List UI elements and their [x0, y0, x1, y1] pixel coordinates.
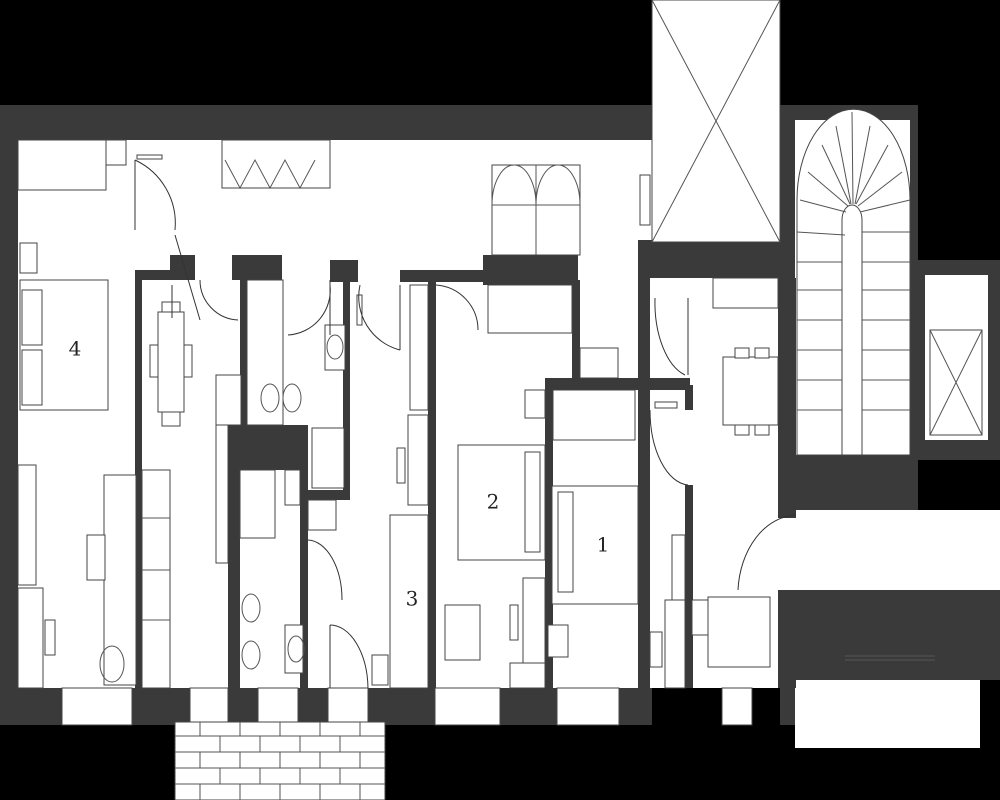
- bathroom-fixtures: [239, 279, 346, 674]
- corridor-furniture: [141, 139, 331, 689]
- room-4-furniture: [17, 139, 137, 689]
- elevator-shaft-right: [929, 329, 983, 436]
- interior-walls: [135, 255, 796, 688]
- entrance-steps: [174, 721, 386, 800]
- windows: [61, 655, 935, 726]
- room-1-label: 1: [597, 533, 610, 557]
- staircase: [796, 108, 911, 456]
- doors: [134, 154, 797, 689]
- room-3-label: 3: [406, 587, 419, 611]
- elevator-shaft-top: [651, 0, 781, 243]
- room-4-label: 4: [69, 337, 82, 361]
- room-2-label: 2: [487, 490, 500, 514]
- room-3-furniture: [307, 284, 429, 689]
- hall-furniture: [691, 277, 779, 668]
- room-labels: 4 3 2 1: [69, 337, 610, 611]
- room-2-furniture: [444, 164, 619, 689]
- room-1-furniture: [547, 389, 686, 689]
